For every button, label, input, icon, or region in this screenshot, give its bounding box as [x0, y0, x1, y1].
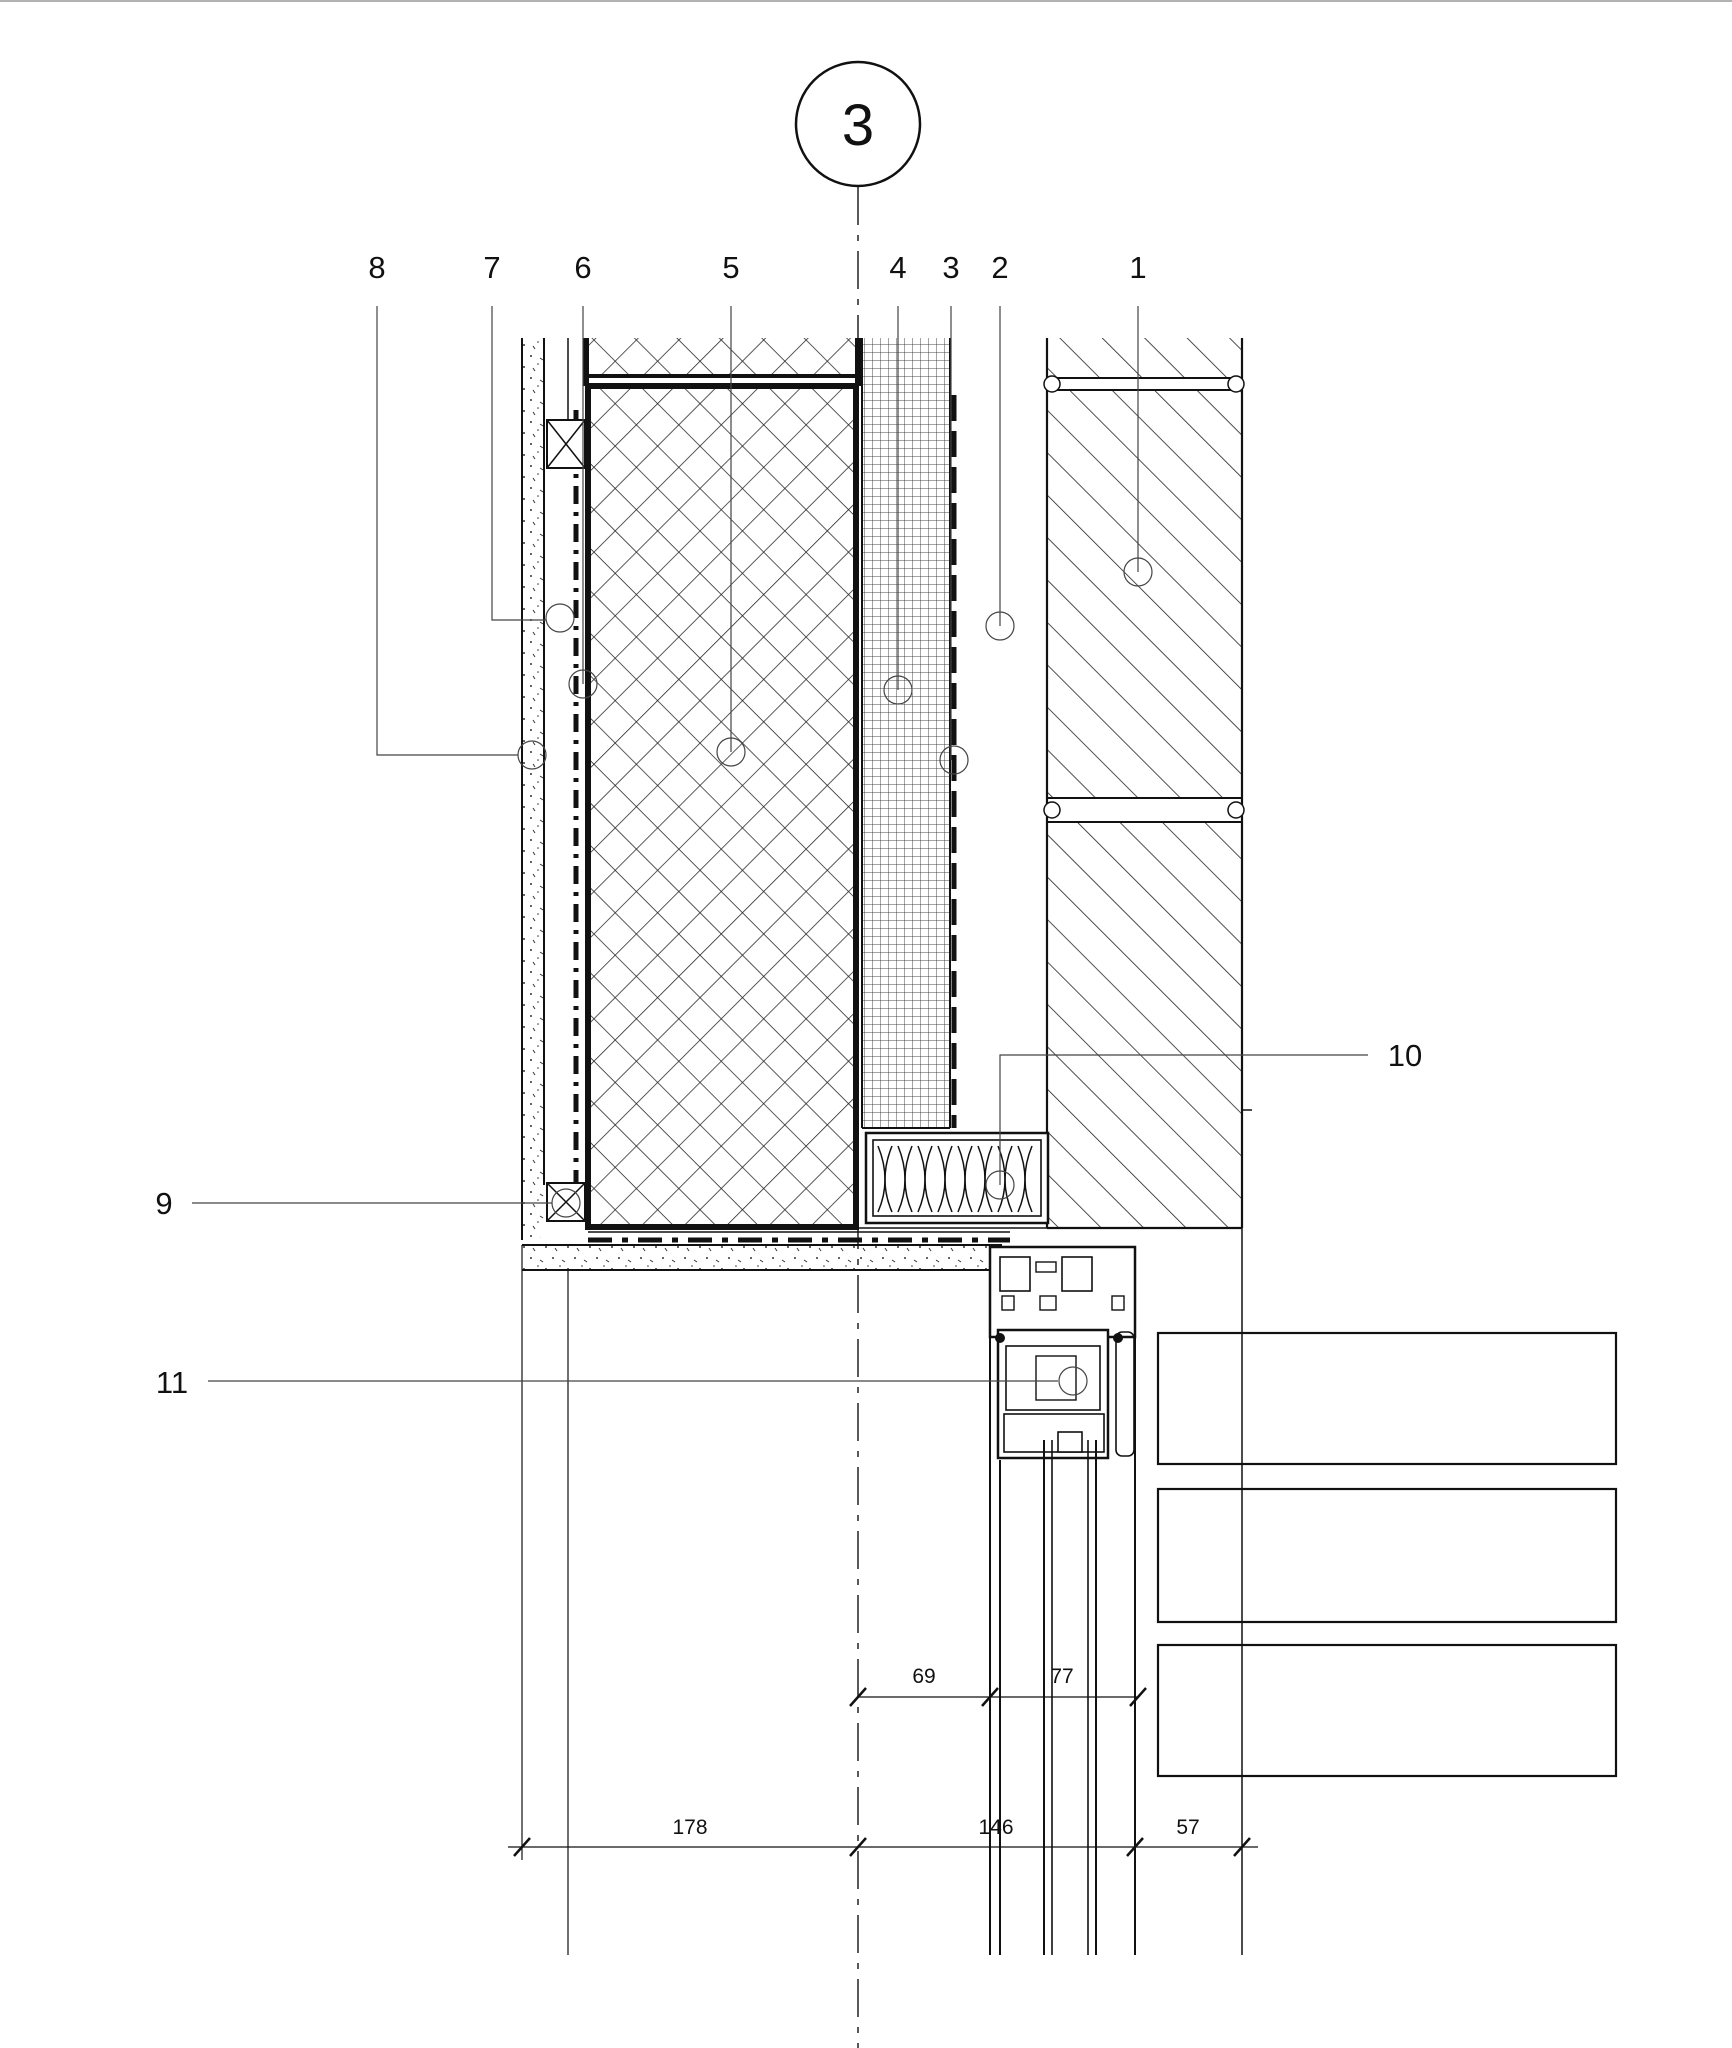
callout-7: 7 — [483, 250, 500, 285]
dimension-lower: 178 146 57 — [508, 1816, 1258, 1857]
callout-leaders — [192, 306, 1368, 1396]
louvres — [1156, 1228, 1618, 1955]
dim-178: 178 — [672, 1816, 707, 1839]
insulation-layer — [861, 338, 957, 1129]
callout-4: 4 — [889, 250, 906, 285]
soffit-lining — [522, 1227, 1242, 1271]
callout-2: 2 — [991, 250, 1008, 285]
callout-5: 5 — [722, 250, 739, 285]
louvre — [1156, 1331, 1618, 1466]
lintel-insulation — [864, 1131, 1050, 1225]
callout-9: 9 — [155, 1186, 172, 1221]
callout-1: 1 — [1129, 250, 1146, 285]
grid-bubble — [794, 60, 922, 188]
louvre — [1156, 1643, 1618, 1778]
dim-77: 77 — [1050, 1665, 1073, 1688]
dimension-upper: 69 77 — [849, 1665, 1147, 1707]
grid-marker-label: 3 — [842, 93, 874, 158]
louvre — [1156, 1487, 1618, 1624]
grid-marker: 3 — [794, 60, 922, 188]
dim-57: 57 — [1176, 1816, 1199, 1839]
interior-lining — [521, 338, 586, 1240]
callout-10: 10 — [1388, 1038, 1422, 1073]
callout-6: 6 — [574, 250, 591, 285]
dim-146: 146 — [978, 1816, 1013, 1839]
facade-cladding — [1043, 338, 1252, 1230]
extension-lines — [521, 1245, 569, 1955]
callout-3: 3 — [942, 250, 959, 285]
callout-8: 8 — [368, 250, 385, 285]
dim-69: 69 — [912, 1665, 935, 1688]
callout-11: 11 — [156, 1365, 188, 1400]
structural-core — [583, 338, 861, 1230]
window-frame — [988, 1245, 1137, 1955]
